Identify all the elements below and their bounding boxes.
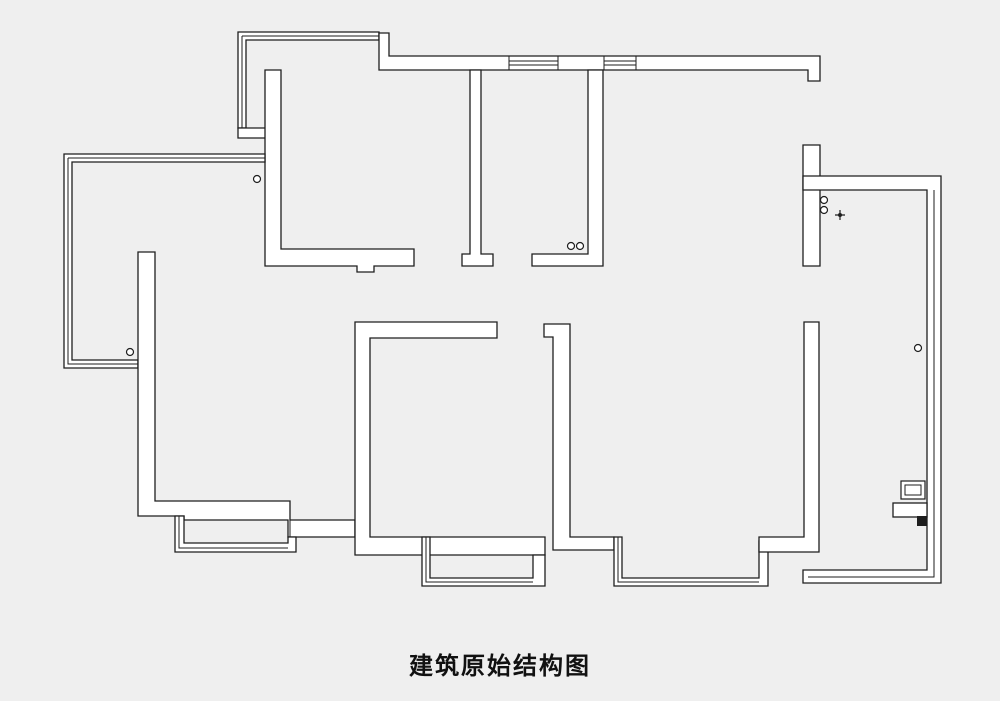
wall-partition-column — [543, 323, 615, 551]
wall-east-living — [758, 321, 820, 553]
wall-east-kitchen — [802, 175, 942, 584]
diagram-title: 建筑原始结构图 — [409, 651, 591, 680]
pipe-icon — [252, 174, 262, 184]
window-marks — [289, 56, 637, 537]
pipe-icon — [819, 205, 829, 215]
wall-living-west — [137, 251, 356, 538]
wall-top-left-balcony — [237, 31, 380, 129]
wall-east-stub — [802, 144, 821, 267]
wall-west-balcony — [63, 153, 266, 369]
wall-toilet-right — [531, 69, 604, 267]
kitchen-fixtures — [892, 480, 928, 526]
pipe-icon — [575, 241, 585, 251]
wall-segments — [63, 31, 942, 587]
pipe-icon — [819, 195, 829, 205]
pipe-icon — [125, 347, 135, 357]
wall-left-bedroom — [264, 69, 415, 273]
wall-toilet-left — [461, 69, 494, 267]
counter-ledge — [892, 502, 928, 518]
wall-lower-left-bay — [174, 515, 297, 553]
wall-middle-bedroom — [354, 321, 546, 556]
balcony-lines — [67, 35, 935, 583]
wall-top-north — [378, 32, 821, 82]
flue-square-icon — [917, 516, 927, 526]
pipe-icon — [913, 343, 923, 353]
vent-dot — [838, 213, 842, 217]
wall-lower-right-bay — [613, 536, 769, 587]
pipe-icon — [566, 241, 576, 251]
wall-lower-middle-bay — [421, 536, 546, 587]
pipe-fixtures — [125, 174, 923, 357]
